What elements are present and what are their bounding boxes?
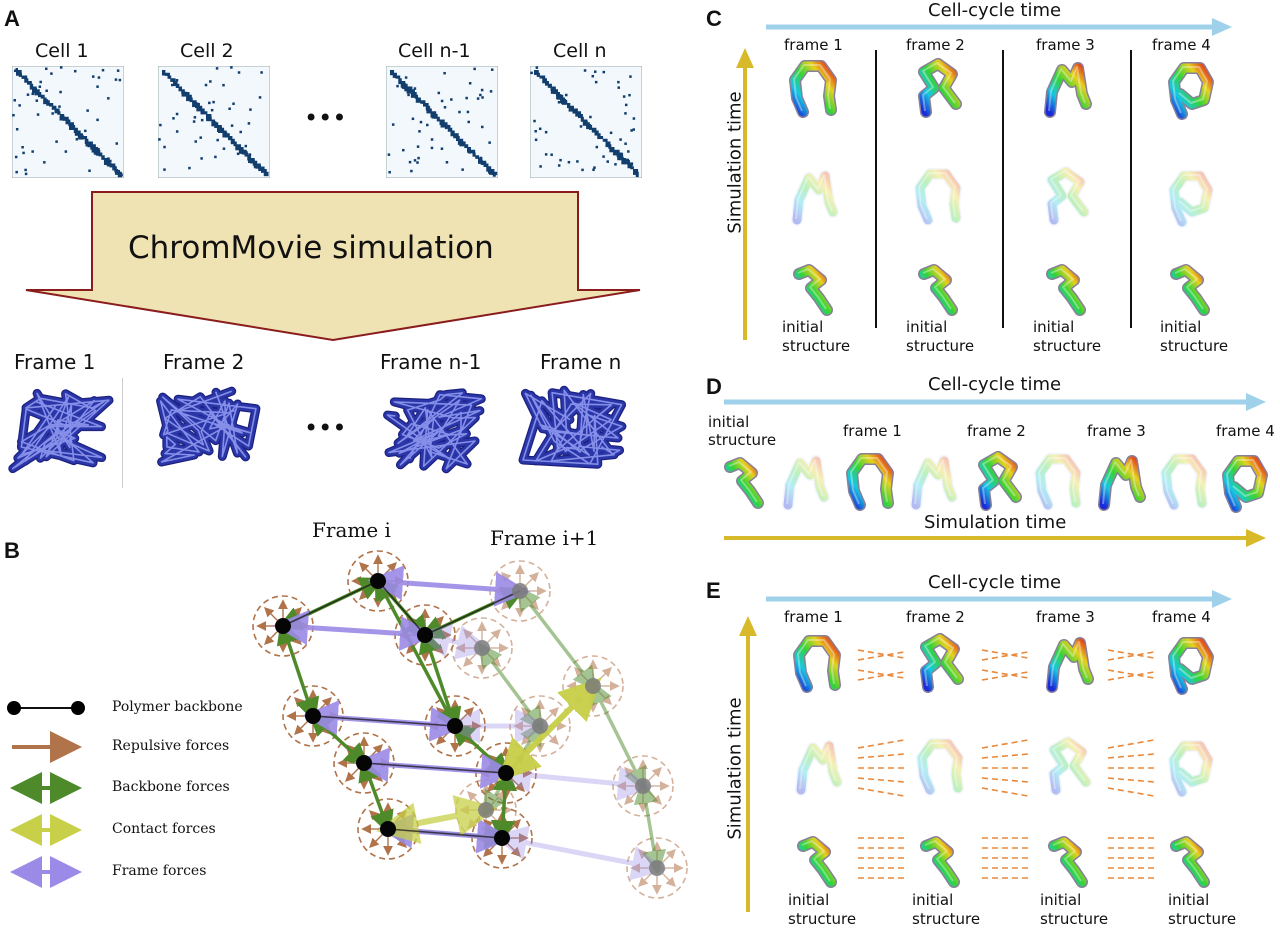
matrix-svg-3	[386, 66, 498, 178]
c-initial-2: initial	[906, 318, 948, 336]
panel-letter-d: D	[706, 374, 722, 399]
simulation-banner-text: ChromMovie simulation	[128, 230, 494, 266]
e-frame-3: frame 3	[1036, 608, 1095, 626]
e-frame-2: frame 2	[906, 608, 965, 626]
c-structure-1: structure	[782, 337, 851, 355]
d-simulation-time-label: Simulation time	[924, 512, 1067, 533]
c-frame-4: frame 4	[1152, 36, 1211, 54]
c-frame-1: frame 1	[784, 36, 843, 54]
legend-contact-forces: Contact forces	[112, 821, 216, 837]
matrix-svg-1	[12, 66, 124, 178]
c-frame-3: frame 3	[1036, 36, 1095, 54]
matrix-svg-2	[158, 66, 270, 178]
matrix-svg-4	[530, 66, 642, 178]
e-initial-1: initial	[788, 891, 830, 909]
frame-1-label: Frame 1	[14, 350, 96, 374]
c-simulation-time-label: Simulation time	[724, 91, 746, 234]
c-structure-2: structure	[906, 337, 975, 355]
c-initial-1: initial	[782, 318, 824, 336]
ellipsis-matrices: •••	[304, 104, 347, 132]
frame-2-label: Frame 2	[163, 350, 245, 374]
panel-letter-c: C	[706, 6, 722, 31]
e-frame-4: frame 4	[1152, 608, 1211, 626]
e-structure-3: structure	[1040, 910, 1109, 928]
c-initial-3: initial	[1033, 318, 1075, 336]
legend-repulsive-forces: Repulsive forces	[112, 738, 230, 754]
c-cell-cycle-label: Cell-cycle time	[928, 0, 1062, 21]
legend-polymer-backbone: Polymer backbone	[112, 699, 243, 715]
c-frame-2: frame 2	[906, 36, 965, 54]
e-initial-4: initial	[1168, 891, 1210, 909]
frame-i1-label: Frame i+1	[490, 526, 599, 550]
contact-matrix-cell-1	[12, 66, 124, 178]
panel-letter-e: E	[706, 578, 721, 603]
e-structure-2: structure	[912, 910, 981, 928]
e-structure-1: structure	[788, 910, 857, 928]
cell-n-1-label: Cell n-1	[398, 40, 471, 62]
e-initial-2: initial	[912, 891, 954, 909]
cell-n-label: Cell n	[553, 40, 607, 62]
legend-frame-forces: Frame forces	[112, 863, 207, 879]
e-simulation-time-label: Simulation time	[724, 697, 746, 840]
d-frame-3: frame 3	[1087, 422, 1146, 440]
d-initial: initial	[708, 413, 750, 431]
legend-backbone-forces: Backbone forces	[112, 779, 230, 795]
e-initial-3: initial	[1040, 891, 1082, 909]
contact-matrix-cell-n-1	[386, 66, 498, 178]
d-cell-cycle-label: Cell-cycle time	[928, 374, 1062, 395]
c-structure-4: structure	[1160, 337, 1229, 355]
d-frame-4: frame 4	[1216, 422, 1275, 440]
contact-matrix-cell-2	[158, 66, 270, 178]
e-frame-1: frame 1	[784, 608, 843, 626]
frame-i-label: Frame i	[312, 518, 391, 542]
frame-n-1-label: Frame n-1	[380, 350, 482, 374]
frame-n-label: Frame n	[540, 350, 622, 374]
ellipsis-frames: •••	[304, 414, 347, 442]
cell-1-label: Cell 1	[35, 40, 89, 62]
contact-matrix-cell-n	[530, 66, 642, 178]
frame-divider	[122, 378, 123, 488]
cell-2-label: Cell 2	[180, 40, 234, 62]
panel-letter-b: B	[4, 538, 20, 563]
e-structure-4: structure	[1168, 910, 1237, 928]
e-cell-cycle-label: Cell-cycle time	[928, 572, 1062, 593]
c-initial-4: initial	[1160, 318, 1202, 336]
d-structure: structure	[708, 431, 777, 449]
d-frame-1: frame 1	[843, 422, 902, 440]
d-frame-2: frame 2	[967, 422, 1026, 440]
c-structure-3: structure	[1033, 337, 1102, 355]
panel-letter-a: A	[4, 6, 20, 31]
